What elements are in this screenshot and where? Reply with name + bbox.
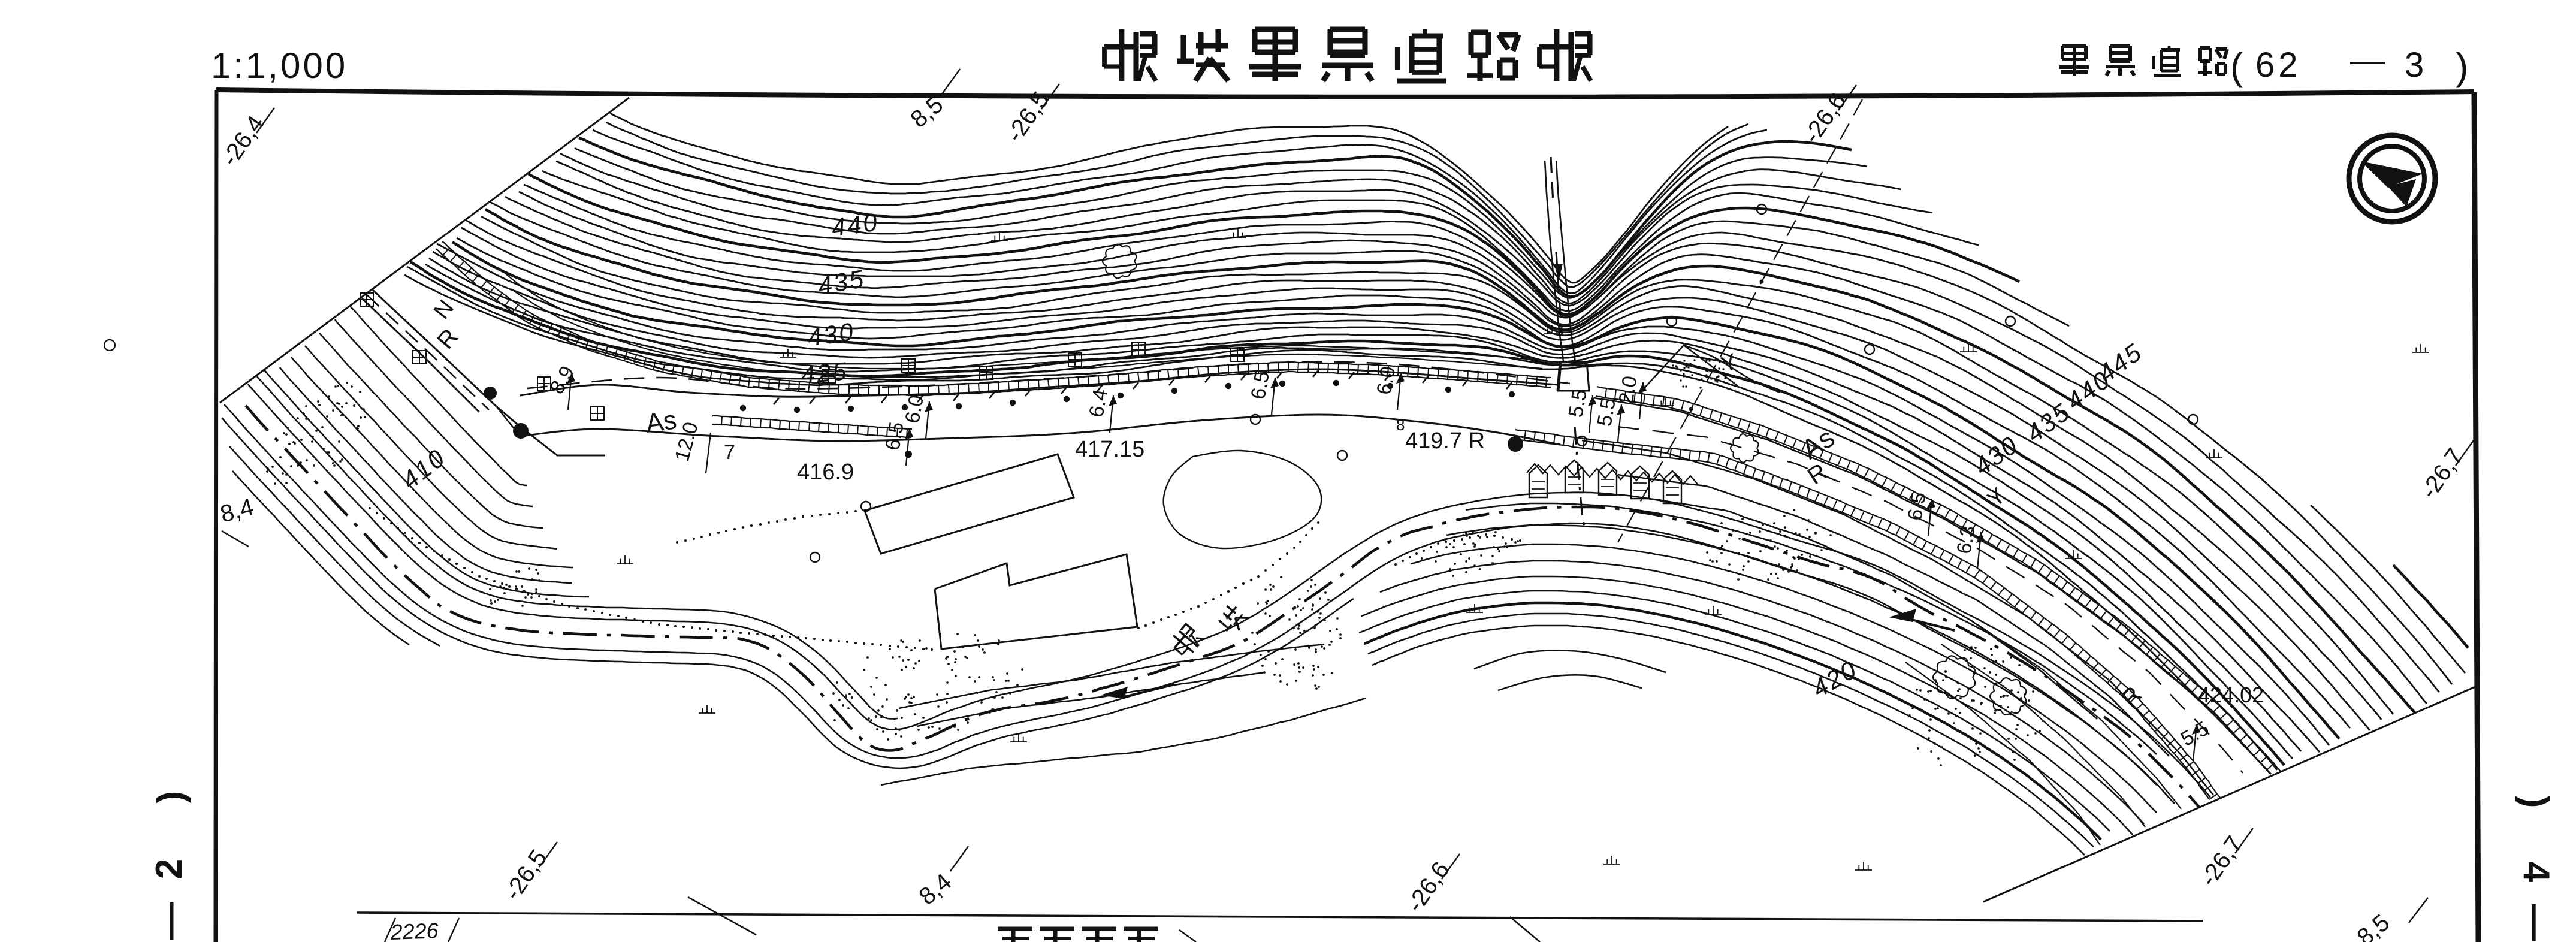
svg-text:6.5: 6.5 [1246, 369, 1274, 401]
svg-text:424.02: 424.02 [2198, 683, 2264, 707]
svg-text:5.5: 5.5 [1564, 387, 1591, 419]
svg-text:62: 62 [2255, 46, 2302, 84]
svg-text:6.5: 6.5 [881, 420, 908, 452]
svg-text:417.15: 417.15 [1075, 437, 1144, 462]
svg-text:8: 8 [1396, 416, 1405, 434]
svg-text:3: 3 [2405, 46, 2424, 84]
svg-text:1:1,000: 1:1,000 [211, 46, 348, 86]
svg-text:425: 425 [800, 357, 850, 389]
svg-text:2226: 2226 [389, 918, 439, 942]
svg-text:4: 4 [2515, 862, 2557, 883]
svg-text:7: 7 [724, 441, 735, 464]
svg-text:): ) [150, 791, 192, 804]
svg-text:430: 430 [806, 317, 857, 352]
svg-text:As: As [644, 405, 679, 439]
svg-text:): ) [2456, 45, 2468, 88]
svg-text:6.0: 6.0 [901, 393, 928, 425]
svg-text:6.4: 6.4 [1085, 387, 1112, 419]
svg-text:6.5: 6.5 [1903, 490, 1931, 522]
svg-text:5.5: 5.5 [1593, 396, 1620, 428]
svg-text:6.3: 6.3 [1952, 524, 1980, 555]
svg-text:(: ( [2230, 45, 2243, 88]
svg-text:2.0: 2.0 [1614, 374, 1642, 406]
svg-text:6.0: 6.0 [1372, 364, 1400, 396]
svg-text:): ) [2514, 796, 2556, 808]
svg-text:440: 440 [830, 207, 881, 242]
svg-text:—: — [149, 902, 190, 940]
svg-text:—: — [2350, 41, 2385, 80]
svg-text:—: — [2515, 904, 2557, 941]
svg-text:416.9: 416.9 [797, 460, 854, 485]
svg-text:419.7 R: 419.7 R [1405, 428, 1485, 454]
svg-text:2: 2 [149, 859, 190, 879]
